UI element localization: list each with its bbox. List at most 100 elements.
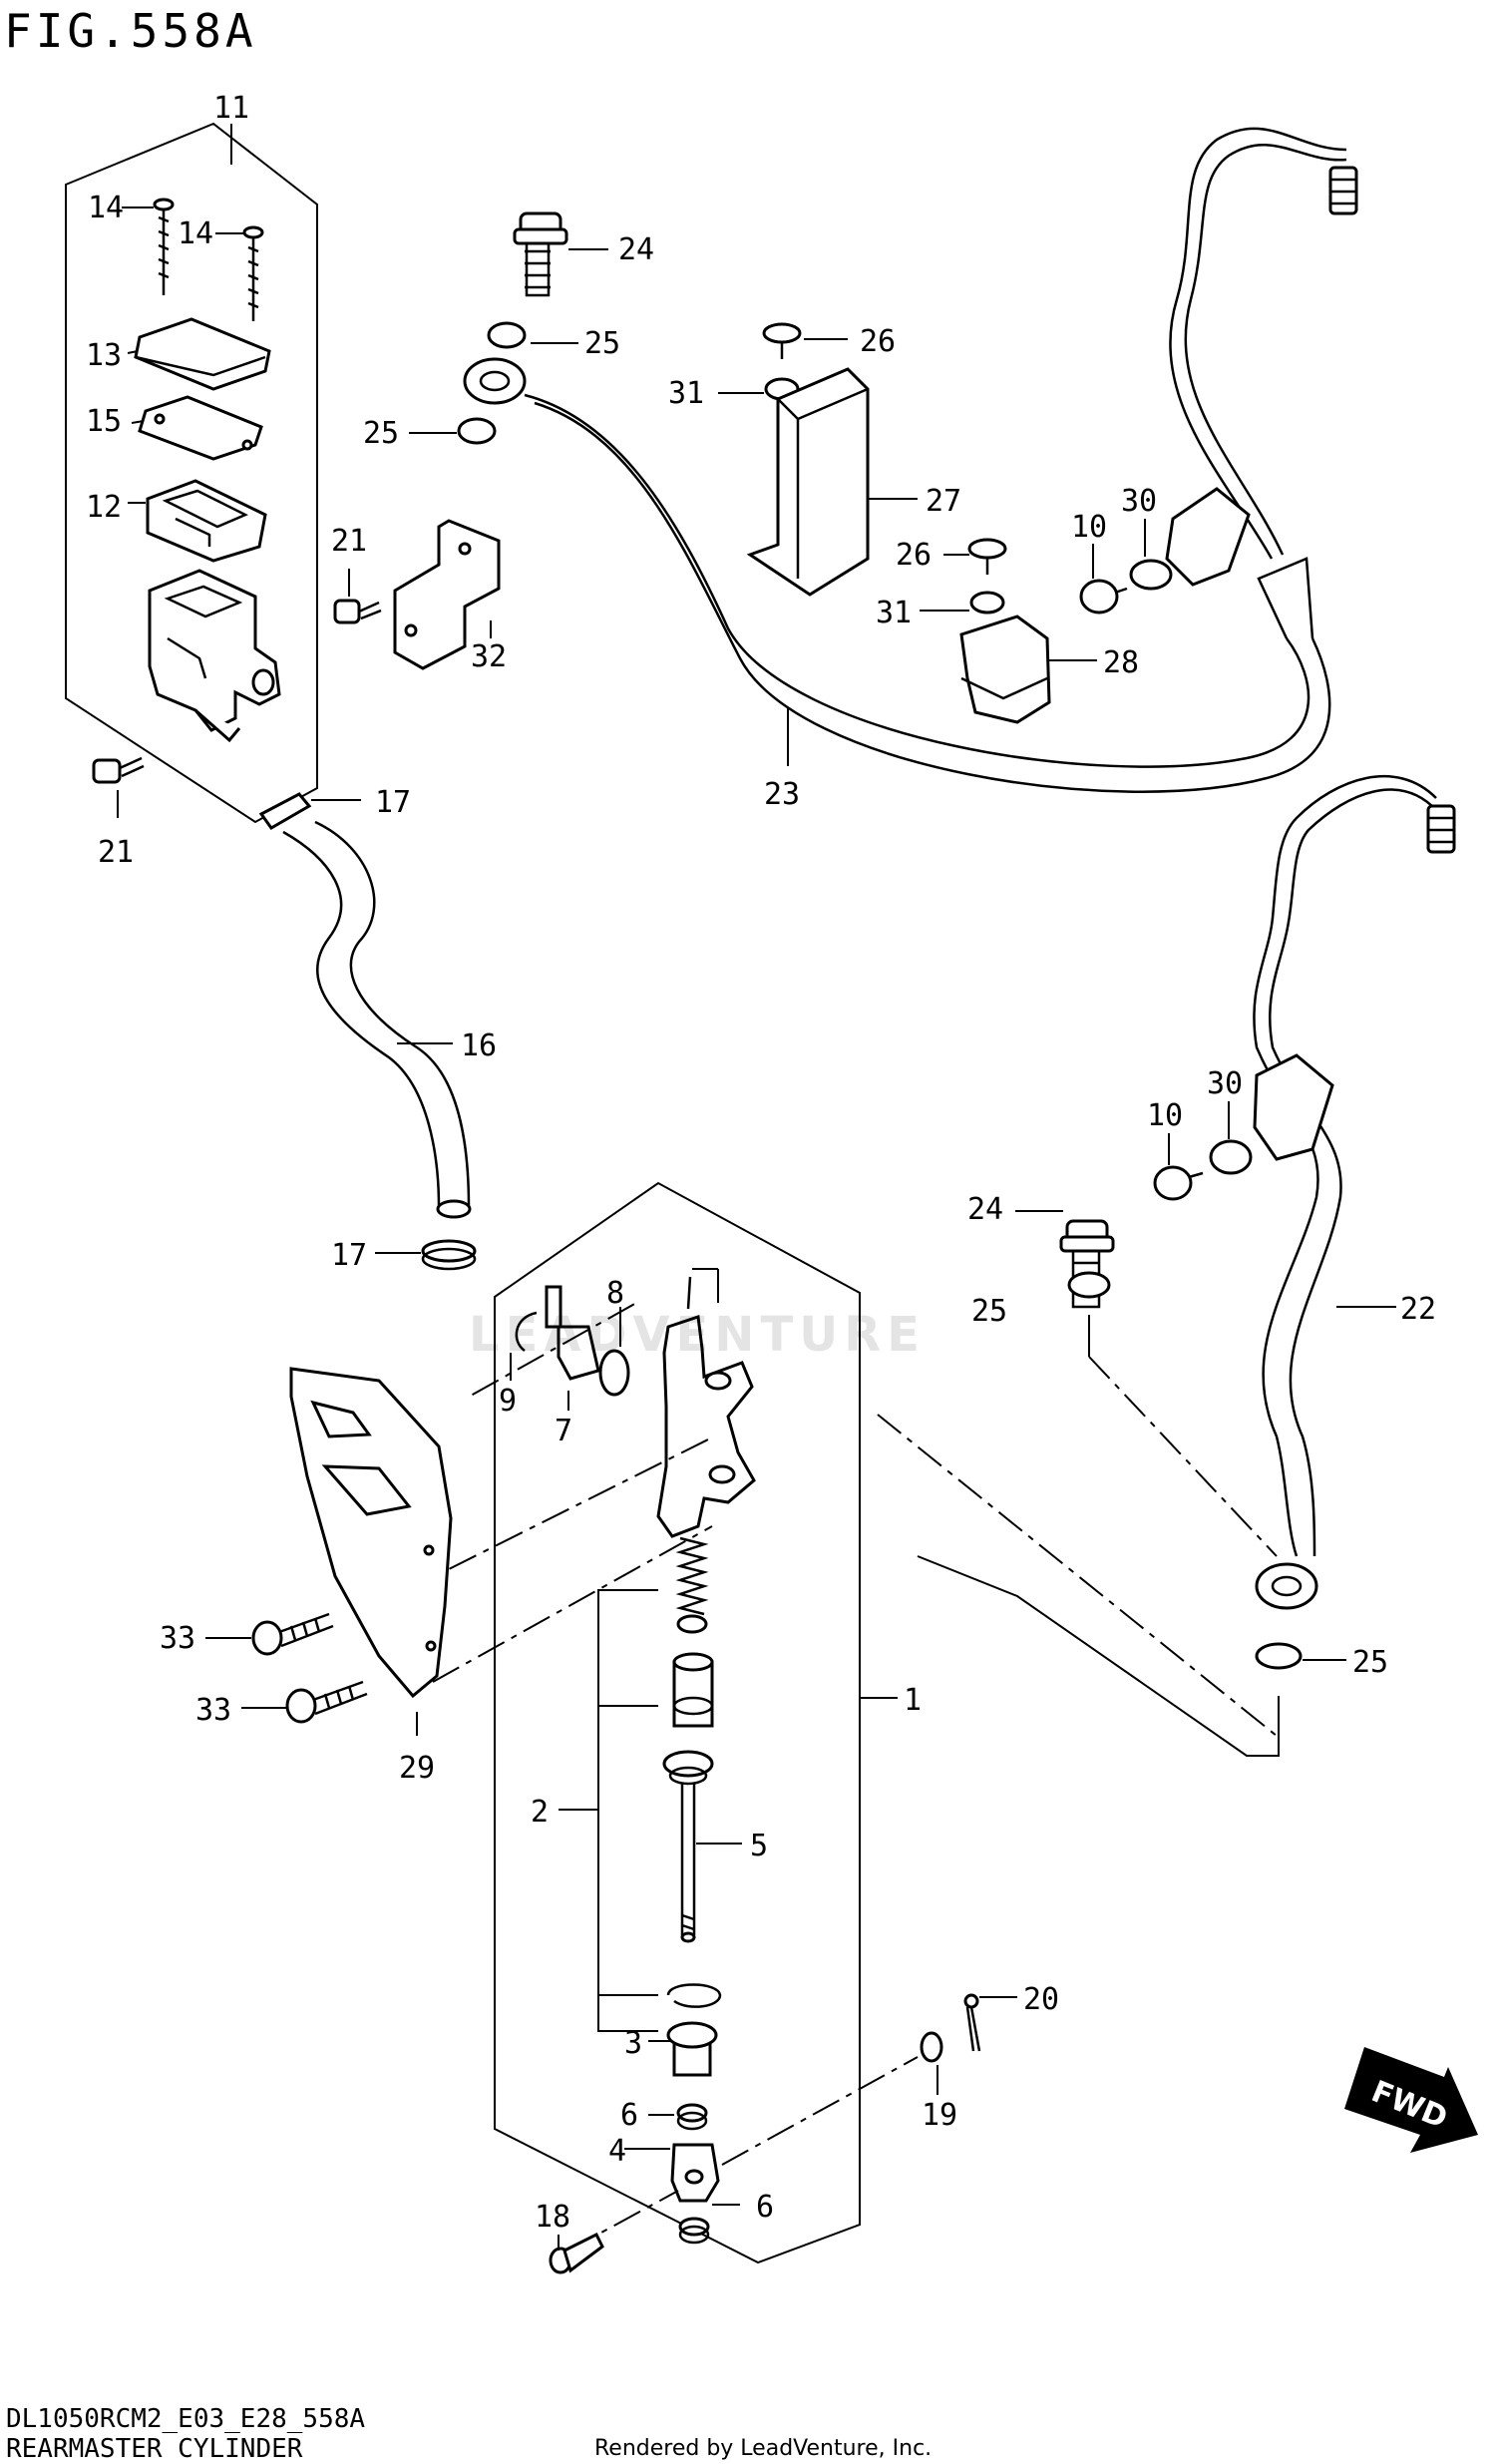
clamp-28 <box>959 615 1051 724</box>
callout-17: 17 <box>331 1238 367 1273</box>
callout-6: 6 <box>620 2098 638 2133</box>
washer-25-d <box>1255 1642 1303 1670</box>
reservoir-box <box>65 122 318 824</box>
callout-16: 16 <box>461 1028 497 1063</box>
nut-6-upper <box>676 2103 708 2131</box>
banjo-bolt-24-upper <box>513 211 568 297</box>
callout-25: 25 <box>584 326 620 361</box>
callout-33: 33 <box>160 1621 195 1656</box>
master-cylinder-body <box>656 1276 756 1538</box>
figure-name: REARMASTER CYLINDER <box>6 2434 303 2464</box>
callout-29: 29 <box>399 1751 435 1786</box>
callout-33: 33 <box>195 1693 231 1728</box>
callout-23: 23 <box>764 777 800 812</box>
figure-title: FIG.558A <box>4 4 257 58</box>
callout-21: 21 <box>98 835 134 870</box>
bolt-10-lower <box>1153 1165 1204 1201</box>
callout-25: 25 <box>1352 1645 1388 1680</box>
callout-30: 30 <box>1207 1066 1243 1101</box>
washer-31-lower <box>969 591 1005 615</box>
callout-32: 32 <box>471 639 507 674</box>
callout-25: 25 <box>971 1294 1007 1329</box>
bolt-21-lower <box>92 756 145 784</box>
callout-28: 28 <box>1103 645 1139 680</box>
clamp-17-lower <box>421 1239 477 1271</box>
callout-3: 3 <box>624 2026 642 2061</box>
callout-8: 8 <box>606 1276 624 1311</box>
nut-6-lower <box>678 2217 710 2245</box>
callout-24: 24 <box>967 1192 1003 1227</box>
callout-27: 27 <box>926 484 961 519</box>
master-cylinder-box <box>494 1181 861 2264</box>
callout-10: 10 <box>1071 510 1107 545</box>
callout-13: 13 <box>86 338 122 373</box>
washer-25-a <box>487 321 527 349</box>
callout-4: 4 <box>608 2134 626 2169</box>
callout-1: 1 <box>904 1683 922 1718</box>
callout-11: 11 <box>213 91 249 126</box>
snap-ring <box>666 1983 722 2008</box>
circlip-9 <box>515 1311 538 1353</box>
callout-22: 22 <box>1400 1292 1436 1327</box>
fwd-arrow-icon <box>1344 2047 1478 2153</box>
reservoir-cap-13 <box>134 317 271 391</box>
callout-7: 7 <box>555 1414 572 1448</box>
washer-19 <box>920 2031 943 2063</box>
washer-25-c <box>1067 1271 1111 1299</box>
callout-17: 17 <box>375 785 411 820</box>
washer-30-lower <box>1209 1139 1253 1175</box>
washer-30-upper <box>1129 559 1173 591</box>
callout-15: 15 <box>86 404 122 439</box>
guide-27 <box>746 367 870 597</box>
piston <box>672 1652 714 1728</box>
screw-14-right <box>242 225 264 321</box>
screw-26-upper <box>762 322 802 359</box>
push-rod-5 <box>662 1750 714 1943</box>
washer-25-b <box>457 417 497 445</box>
brake-hose-23 <box>463 127 1358 793</box>
rendered-by: Rendered by LeadVenture, Inc. <box>594 2436 933 2461</box>
callout-6: 6 <box>756 2190 774 2225</box>
callout-31: 31 <box>876 596 912 630</box>
callout-24: 24 <box>618 232 654 267</box>
bolt-10-upper <box>1079 579 1128 615</box>
hose-16 <box>282 820 472 1219</box>
callout-31: 31 <box>668 376 704 411</box>
callout-5: 5 <box>750 1829 768 1863</box>
brake-hose-22 <box>1253 775 1456 1610</box>
clevis-4 <box>670 2143 720 2203</box>
callout-14: 14 <box>178 216 213 251</box>
plate-15 <box>138 395 263 461</box>
callout-21: 21 <box>331 524 367 559</box>
callout-19: 19 <box>922 2098 957 2133</box>
bolt-33-lower <box>285 1680 368 1724</box>
bolt-21-upper <box>333 599 382 624</box>
callout-2: 2 <box>531 1795 549 1830</box>
callout-25: 25 <box>363 416 399 451</box>
watermark: LEADVENTURE <box>469 1307 926 1363</box>
callout-14: 14 <box>88 191 124 225</box>
bracket-29 <box>289 1367 453 1699</box>
callout-12: 12 <box>86 490 122 525</box>
callout-18: 18 <box>535 2200 570 2235</box>
callout-26: 26 <box>896 538 932 573</box>
spring <box>675 1536 709 1634</box>
callout-9: 9 <box>499 1384 517 1419</box>
callout-20: 20 <box>1023 1982 1059 2017</box>
diaphragm-12 <box>146 479 267 563</box>
clamp-17-upper <box>258 792 312 830</box>
o-ring-8 <box>598 1349 630 1397</box>
boot-3 <box>666 2021 718 2077</box>
callout-labels: 1114141315122121322425252631272631281030… <box>86 91 1452 2235</box>
bracket-32 <box>393 519 501 670</box>
cotter-pin-20 <box>963 1993 981 2052</box>
screw-14-left <box>153 198 175 295</box>
screw-26-lower <box>967 538 1007 575</box>
model-code: DL1050RCM2_E03_E28_558A <box>6 2404 366 2434</box>
callout-30: 30 <box>1121 484 1157 519</box>
reservoir-body <box>148 569 281 743</box>
callout-26: 26 <box>860 324 896 359</box>
clevis-pin-18 <box>549 2232 604 2274</box>
callout-10: 10 <box>1147 1098 1183 1133</box>
